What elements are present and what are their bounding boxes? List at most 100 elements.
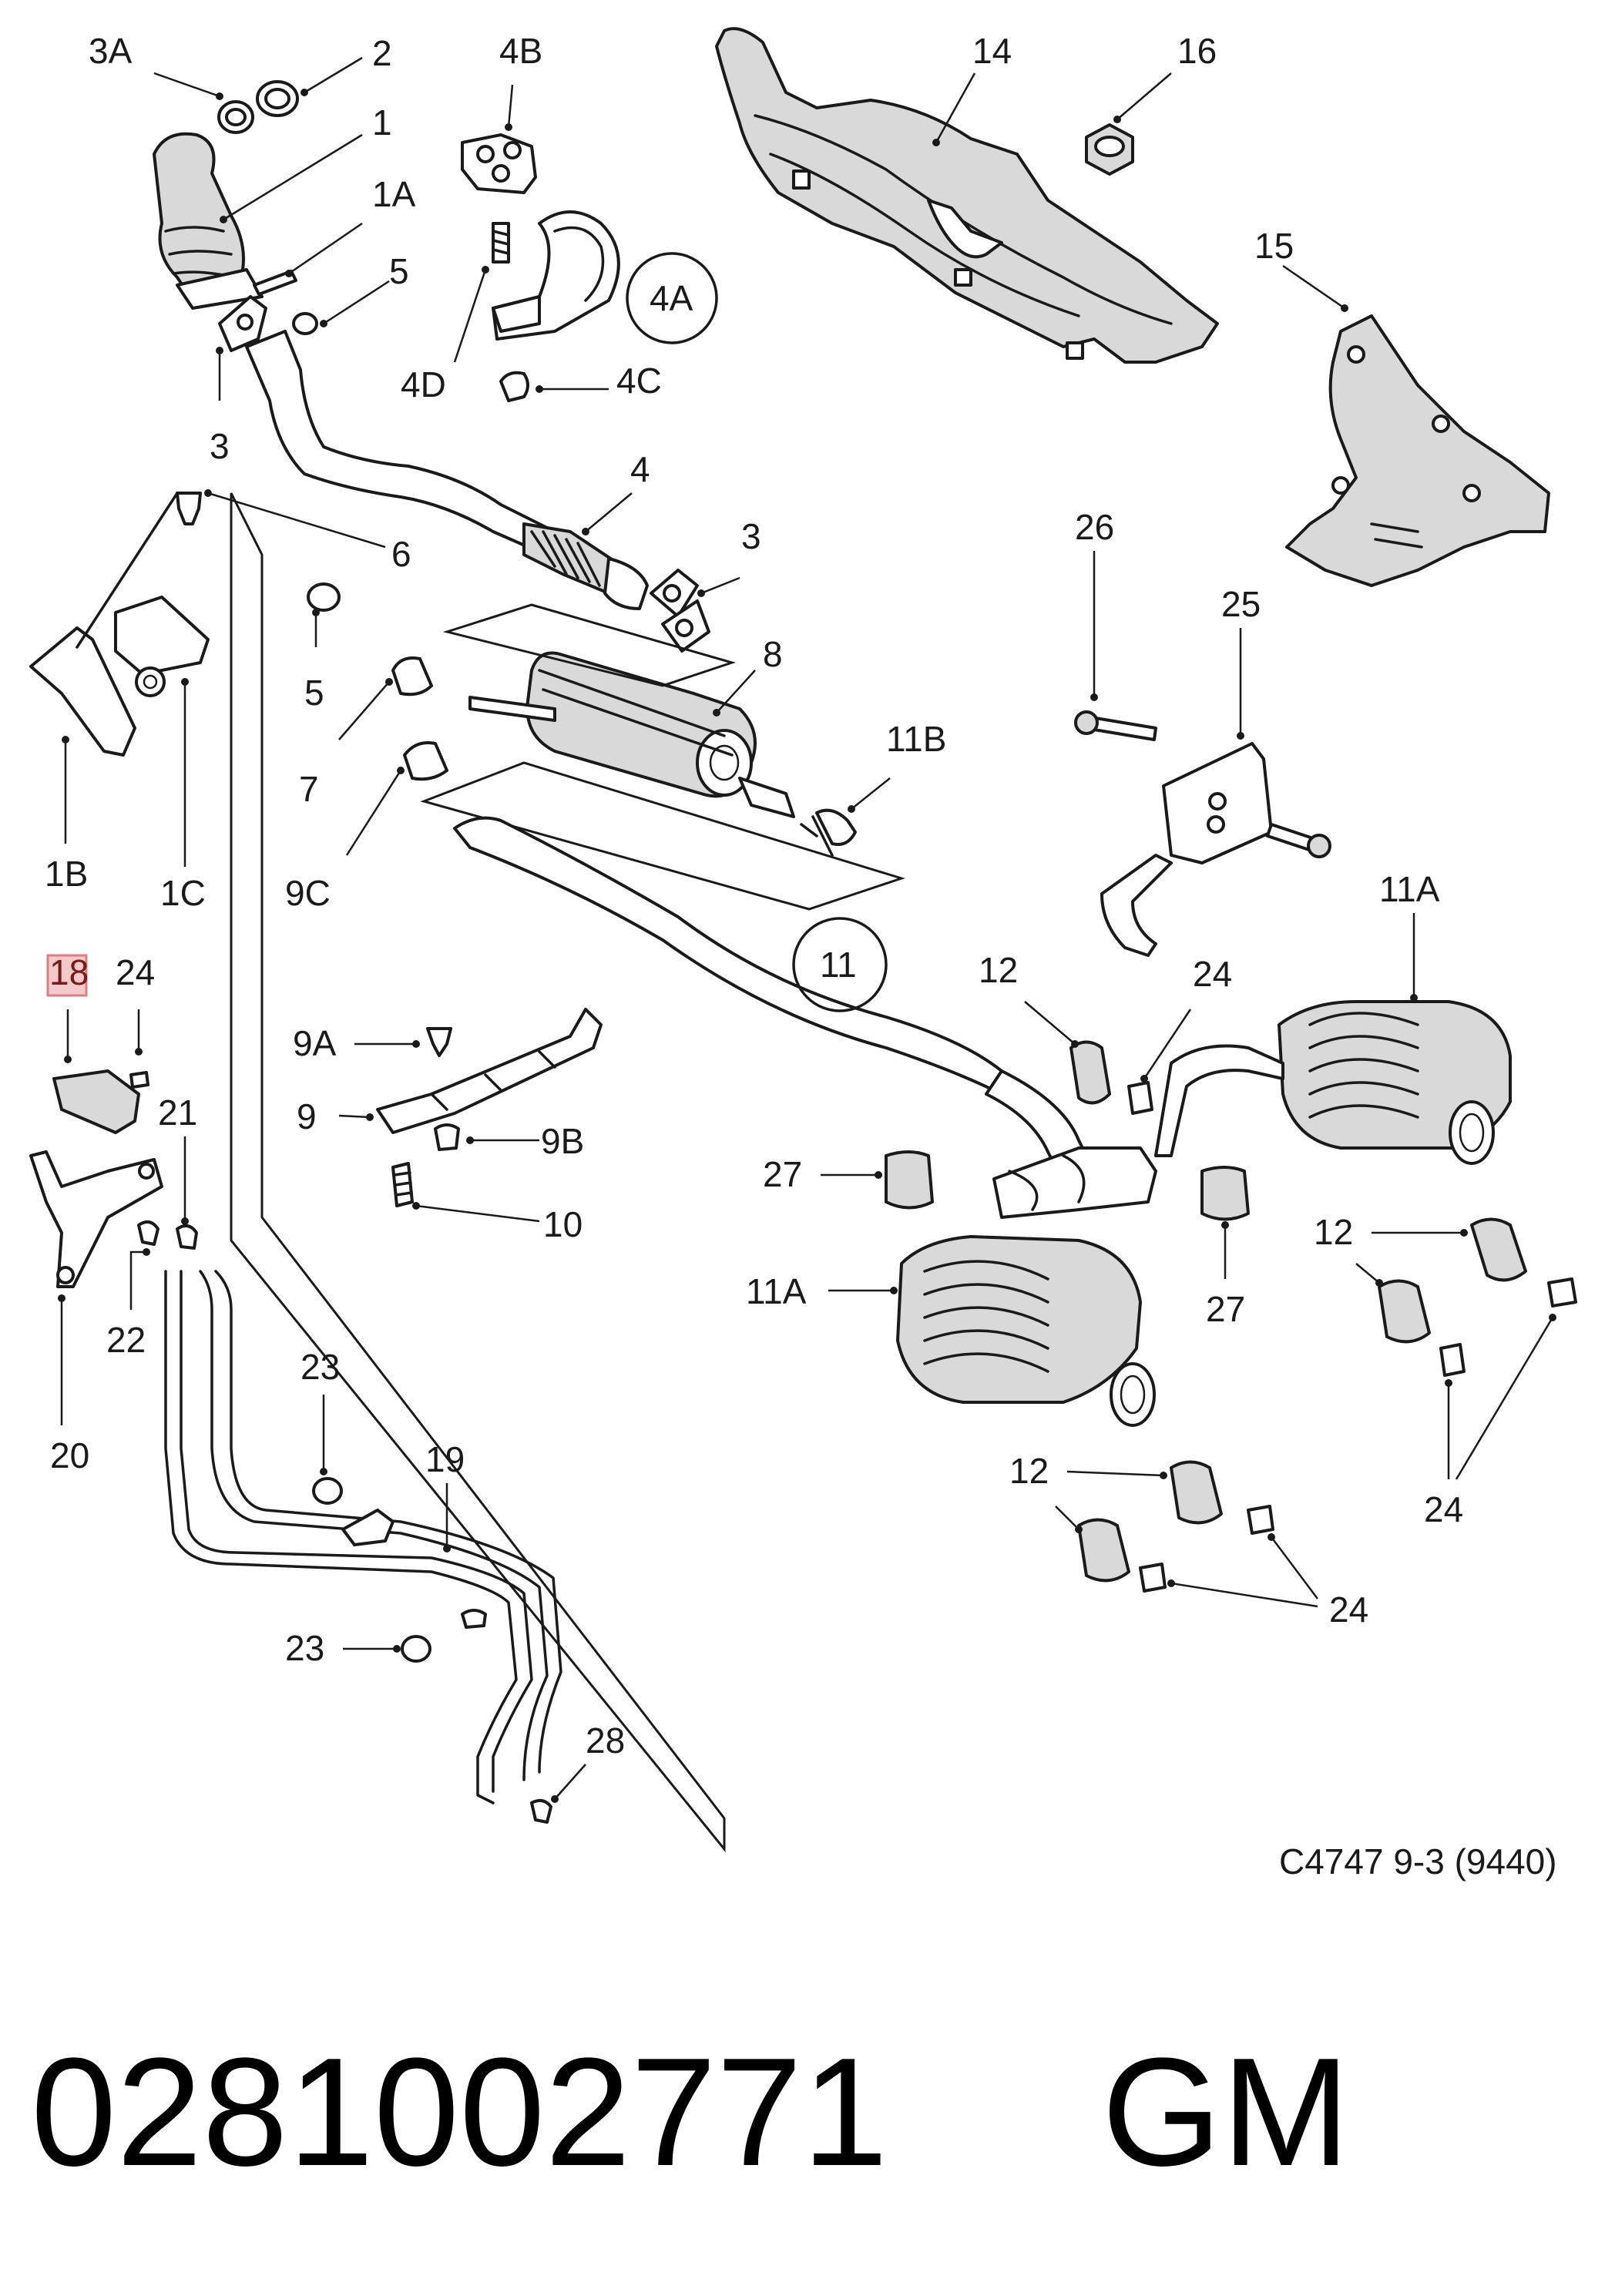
circle-4a [626, 252, 718, 344]
callout-10: 10 [543, 1204, 583, 1244]
callout-20: 20 [50, 1435, 89, 1475]
pipe-bracket-19 [341, 1509, 395, 1546]
callout-24-top: 24 [1193, 954, 1232, 994]
callout-3-top: 3 [210, 426, 230, 466]
center-muffler-8 [230, 492, 1096, 1853]
callout-6: 6 [391, 534, 411, 574]
nut-5-center [307, 582, 341, 612]
rubber-hanger-12b [1470, 1217, 1527, 1282]
rear-pipe-top [1154, 1044, 1284, 1157]
nut-23b [401, 1635, 431, 1663]
nut-23a [312, 1477, 343, 1505]
callout-11A-bottom: 11A [746, 1271, 807, 1311]
circle-11 [792, 917, 888, 1012]
highlight-box-18 [46, 954, 88, 997]
sensor-bracket-assembly [29, 1069, 198, 1288]
brand-name: GM [1102, 2026, 1350, 2198]
callout-19: 19 [425, 1439, 465, 1479]
clamp-ring-2-inner [264, 88, 290, 109]
rear-muffler-11a-top [1154, 1000, 1512, 1165]
callout-14: 14 [972, 31, 1012, 71]
callout-12-top: 12 [979, 950, 1018, 990]
rubber-hanger-12c2 [1077, 1518, 1130, 1583]
clip-9a [426, 1027, 452, 1057]
rubber-hanger-7 [391, 656, 433, 697]
callout-8: 8 [763, 634, 783, 674]
callout-16: 16 [1177, 31, 1217, 71]
callout-12-right: 12 [1314, 1212, 1353, 1252]
flexible-joint [522, 522, 618, 595]
callout-9B: 9B [541, 1121, 584, 1161]
intermediate-pipe-11 [453, 816, 1003, 1096]
rubber-hanger-9c [403, 741, 448, 781]
catalyst-flange [176, 268, 264, 310]
rear-muffler-11a-bottom [896, 1235, 1156, 1427]
bracket-20 [29, 1150, 163, 1288]
rubber-hanger-12a [1069, 1040, 1111, 1105]
callout-28: 28 [586, 1720, 625, 1761]
bolt-6 [176, 492, 202, 525]
callout-27-right: 27 [1206, 1289, 1245, 1329]
clip-24d2 [1139, 1563, 1167, 1593]
callout-1B: 1B [45, 854, 88, 894]
callout-24-right: 24 [1424, 1489, 1463, 1529]
callout-1A: 1A [372, 174, 416, 214]
sensor-18 [52, 1069, 140, 1134]
clip-24a [129, 1071, 149, 1089]
frame-outline-large [230, 492, 726, 1853]
front-pipe-outlet [603, 557, 649, 610]
muffler-outlet-pipe [738, 777, 795, 818]
clip-24c [1547, 1277, 1577, 1307]
bracket-1c [114, 596, 210, 676]
callout-27-left: 27 [763, 1154, 802, 1194]
pipe-bracket-assembly [461, 133, 620, 402]
heat-shield-main [715, 27, 1219, 364]
callout-5-top: 5 [389, 251, 409, 291]
callout-24-left: 24 [116, 952, 155, 992]
diagram-reference-code: C4747 9-3 (9440) [1279, 1841, 1557, 1881]
callout-5-center: 5 [304, 673, 324, 713]
clamp-11b [815, 808, 857, 846]
nut-4c [499, 371, 529, 402]
hanger-rod-25 [1100, 854, 1173, 957]
bracket-1b [29, 626, 136, 757]
callout-2: 2 [372, 33, 392, 73]
clamp-21 [176, 1224, 198, 1250]
center-y-pipe [992, 1146, 1157, 1219]
tailpipe-bottom [1110, 1362, 1156, 1427]
plug-28 [530, 1798, 552, 1824]
gasket-1a [253, 270, 297, 296]
hangers-right [885, 1040, 1577, 1593]
nut-5-top [292, 312, 318, 335]
callout-11B: 11B [886, 719, 946, 759]
heat-shield-15 [1285, 314, 1550, 587]
clamp-22 [137, 1220, 159, 1246]
rubber-hanger-12b2 [1378, 1279, 1431, 1344]
rubber-hanger-12c [1170, 1460, 1223, 1525]
muffler-body-bottom [896, 1235, 1142, 1404]
retaining-nut-16 [1085, 123, 1134, 176]
callout-4A: 4A [650, 278, 693, 318]
hanger-bracket-1b-1c [29, 492, 210, 757]
callout-9A: 9A [293, 1023, 337, 1063]
callout-25: 25 [1221, 584, 1261, 624]
tailpipe-top [1449, 1100, 1495, 1165]
callout-3-mid: 3 [741, 516, 761, 556]
callout-11A-top: 11A [1379, 869, 1440, 909]
front-catalyst-assembly [153, 80, 710, 653]
callout-11: 11 [820, 945, 857, 985]
leader-lines [58, 56, 1556, 1803]
frame-bottom [420, 761, 905, 911]
catalytic-converter-1 [153, 132, 245, 302]
callout-24-bottom: 24 [1329, 1589, 1368, 1630]
callout-4D: 4D [401, 364, 446, 404]
clip-24b [1127, 1081, 1153, 1115]
callout-26: 26 [1075, 507, 1114, 547]
bracket-9 [376, 1008, 603, 1134]
pipe-set-19 [164, 1270, 562, 1824]
sleeve-27b [1200, 1166, 1250, 1221]
part-number: 0281002771 [31, 2026, 888, 2198]
callout-3A: 3A [89, 31, 133, 71]
heat-shield-14 [715, 27, 1219, 364]
